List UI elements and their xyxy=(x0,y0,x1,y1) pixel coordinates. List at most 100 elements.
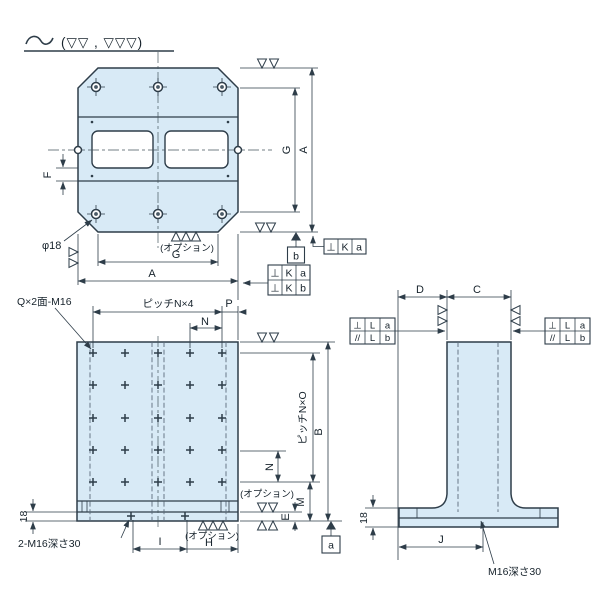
dim-E-label: E xyxy=(280,513,292,520)
tap-hole-mark xyxy=(218,446,226,454)
tap-hole-mark xyxy=(89,446,97,454)
dim-18-label: 18 xyxy=(358,512,370,524)
callout-phi18: φ18 xyxy=(42,219,93,252)
wave-icon xyxy=(25,35,54,45)
pilot-dot xyxy=(90,174,94,178)
gdt-value: K xyxy=(285,283,292,295)
pitch-h-label: ピッチN×4 xyxy=(142,298,193,310)
gdt-datum: b xyxy=(300,283,306,295)
dimension-G-horizontal: G xyxy=(97,234,219,266)
gdt-symbol: // xyxy=(550,333,556,344)
dimension-C: C xyxy=(446,284,512,300)
dimension-H: H xyxy=(187,524,239,553)
dimension-F: F xyxy=(42,154,78,195)
tap-hole-mark xyxy=(121,478,129,486)
option-label: (オプション) xyxy=(240,489,294,500)
gdt-symbol: ⊥ xyxy=(353,321,361,332)
tap-hole-mark xyxy=(186,349,194,357)
dimension-E: E xyxy=(280,502,298,531)
dim-G-label: G xyxy=(172,249,181,261)
surface-finish-note: (▽▽ , ▽▽▽) xyxy=(24,35,174,52)
dim-F-label: F xyxy=(42,171,54,178)
dimension-G-vertical: G xyxy=(281,87,298,213)
gdt-datum: a xyxy=(580,321,586,332)
tap-hole-mark xyxy=(186,381,194,389)
gdt-value: L xyxy=(370,321,375,332)
tap-hole-grid xyxy=(89,349,226,520)
tap-hole-mark xyxy=(154,478,162,486)
callout-base-tap-front: 2-M16深さ30 xyxy=(18,519,130,550)
datum-b-flag: b xyxy=(286,232,306,264)
dim-N-label: N xyxy=(201,316,209,328)
dim-P-label: P xyxy=(225,298,232,310)
phi18-label: φ18 xyxy=(42,240,61,252)
callout-tap-face: Q×2面-M16 xyxy=(17,296,92,350)
pilot-dot xyxy=(90,120,94,124)
dimension-pitch-horizontal: ピッチN×4 xyxy=(92,298,223,348)
base-tap-label: 2-M16深さ30 xyxy=(18,538,81,550)
option-label: (オプション) xyxy=(160,243,214,254)
tap-hole-mark xyxy=(121,446,129,454)
gdt-symbol: ⊥ xyxy=(270,268,279,280)
pilot-dot xyxy=(226,120,230,124)
gdt-value: L xyxy=(565,333,570,344)
tap-hole-mark xyxy=(154,414,162,422)
dimension-M: M xyxy=(295,481,313,522)
dim-G-label: G xyxy=(281,146,293,155)
side-outline xyxy=(398,341,559,528)
gdt-symbol: ⊥ xyxy=(270,283,279,295)
tap-hole-mark xyxy=(218,414,226,422)
dim-A-label: A xyxy=(298,146,310,154)
tap-hole-mark xyxy=(89,478,97,486)
dimension-A-vertical: A xyxy=(298,67,315,233)
pitch-v-label: ピッチN×O xyxy=(297,391,309,444)
tap-hole-mark xyxy=(181,512,189,520)
dimension-18-side: 18 xyxy=(358,495,399,540)
tap-hole-mark xyxy=(154,381,162,389)
tap-hole-mark xyxy=(121,349,129,357)
dimension-I: I xyxy=(132,520,188,553)
top-view: F φ18 (オプション) G A xyxy=(42,52,367,300)
datum-a-flag: a xyxy=(321,521,341,554)
finish-note-text: (▽▽ , ▽▽▽) xyxy=(61,35,143,50)
dimension-pitch-vertical: ピッチN×O xyxy=(297,352,316,483)
dimension-N-top: N xyxy=(189,316,223,348)
gdt-symbol: // xyxy=(355,333,361,344)
tap-hole-mark xyxy=(154,349,162,357)
dimension-P: P xyxy=(222,298,247,340)
tap-hole-mark xyxy=(121,414,129,422)
option-label: (オプション) xyxy=(185,531,239,542)
face-outline xyxy=(76,341,239,522)
dimension-D: D xyxy=(397,284,448,300)
tap-hole-mark xyxy=(127,512,135,520)
dim-N-label: N xyxy=(264,463,276,471)
tap-hole-mark xyxy=(154,446,162,454)
gdt-value: K xyxy=(285,268,292,280)
dimension-N-right: N xyxy=(264,450,281,483)
tap-hole-mark xyxy=(218,349,226,357)
gdt-value: K xyxy=(341,242,348,254)
tap-hole-mark xyxy=(89,349,97,357)
datum-a-label: a xyxy=(328,540,334,552)
bottom-finish-optional-front: (オプション) xyxy=(185,520,239,542)
tolerance-frame-side-left: ⊥ L a // L b xyxy=(349,317,446,345)
front-view: Q×2面-M16 ピッチN×4 N P xyxy=(17,296,342,554)
callout-base-tap-side: M16深さ30 xyxy=(480,520,541,578)
window-cutout-left xyxy=(91,130,154,169)
side-tap-hole xyxy=(233,145,243,155)
tap-hole-mark xyxy=(121,381,129,389)
dimension-A-horizontal: A xyxy=(77,234,239,300)
pilot-dot xyxy=(226,174,230,178)
gdt-value: L xyxy=(370,333,375,344)
gdt-datum: a xyxy=(300,268,306,280)
dimension-B: B xyxy=(313,341,331,522)
tap-hole-mark xyxy=(186,414,194,422)
tap-hole-mark xyxy=(89,414,97,422)
gdt-datum: a xyxy=(356,242,362,254)
datum-b-label: b xyxy=(293,251,299,263)
tap-hole-mark xyxy=(186,446,194,454)
gdt-datum: b xyxy=(580,333,585,344)
side-tap-hole xyxy=(73,145,83,155)
